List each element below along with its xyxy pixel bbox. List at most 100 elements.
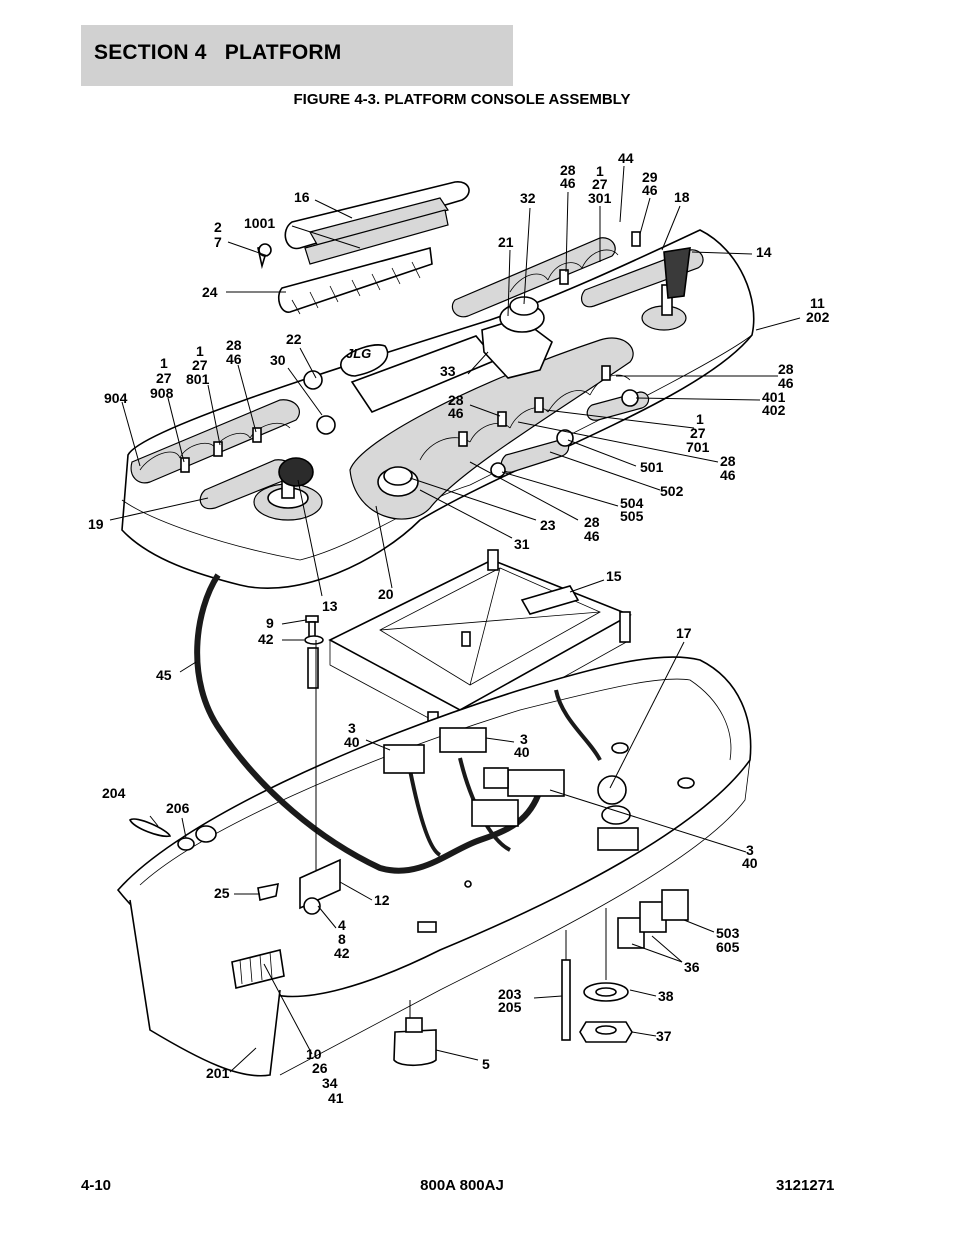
callout-40-c: 40 — [742, 855, 758, 871]
callout-29: 29 — [642, 169, 658, 185]
callout-908: 908 — [150, 385, 174, 401]
callout-27-a: 27 — [156, 370, 172, 386]
callout-26: 26 — [312, 1060, 328, 1076]
callout-16: 16 — [294, 189, 310, 205]
section-title: SECTION 4 PLATFORM — [94, 41, 342, 64]
callout-3-c: 3 — [746, 842, 754, 858]
console-bottom-box — [116, 656, 752, 1077]
callout-505: 505 — [620, 508, 644, 524]
callout-34: 34 — [322, 1075, 338, 1091]
callout-504: 504 — [620, 495, 644, 511]
callout-46-d: 46 — [778, 375, 794, 391]
callout-204: 204 — [102, 785, 126, 801]
callout-13: 13 — [322, 598, 338, 614]
callout-605: 605 — [716, 939, 740, 955]
callout-28-b: 28 — [584, 514, 600, 530]
callout-401: 401 — [762, 389, 786, 405]
callout-31: 31 — [514, 536, 530, 552]
callout-11: 11 — [810, 295, 825, 311]
callout-701: 701 — [686, 439, 710, 455]
callout-27-c: 27 — [690, 425, 706, 441]
callout-501: 501 — [640, 459, 664, 475]
callout-46-f: 46 — [560, 175, 576, 191]
callout-28-e: 28 — [560, 162, 576, 178]
callout-301: 301 — [588, 190, 612, 206]
callout-28-d: 28 — [778, 361, 794, 377]
callout-206: 206 — [166, 800, 190, 816]
section-header-bar — [81, 25, 513, 86]
callout-3-b: 3 — [520, 731, 528, 747]
callout-5: 5 — [482, 1056, 490, 1072]
callout-46-b: 46 — [584, 528, 600, 544]
callout-28-c: 28 — [720, 453, 736, 469]
callout-12: 12 — [374, 892, 390, 908]
callout-20: 20 — [378, 586, 394, 602]
callout-46-e: 46 — [642, 182, 658, 198]
figure-title: FIGURE 4-3. PLATFORM CONSOLE ASSEMBLY — [293, 91, 631, 108]
cable-glands — [617, 889, 689, 949]
callout-203: 203 — [498, 986, 522, 1002]
callout-46-a: 46 — [226, 351, 242, 367]
callout-14: 14 — [756, 244, 772, 260]
callout-46-c: 46 — [720, 467, 736, 483]
leader-lines — [109, 165, 801, 1073]
callout-402: 402 — [762, 402, 786, 418]
document-number: 3121271 — [776, 1177, 835, 1194]
callout-40-a: 40 — [344, 734, 360, 750]
callout-40-b: 40 — [514, 744, 530, 760]
callout-2: 2 — [214, 219, 222, 235]
callout-labels: JLG 1001 16 2 7 24 22 30 1 27 908 1 27 8… — [88, 150, 830, 1106]
callout-904: 904 — [104, 390, 128, 406]
callout-801: 801 — [186, 371, 210, 387]
callout-205: 205 — [498, 999, 522, 1015]
callout-36: 36 — [684, 959, 700, 975]
callout-32: 32 — [520, 190, 536, 206]
callout-18: 18 — [674, 189, 690, 205]
callout-28-f: 28 — [448, 392, 464, 408]
callout-202: 202 — [806, 309, 830, 325]
callout-19: 19 — [88, 516, 104, 532]
callout-27-b: 27 — [192, 357, 208, 373]
callout-42-b: 42 — [334, 945, 350, 961]
callout-28-a: 28 — [226, 337, 242, 353]
callout-3-a: 3 — [348, 720, 356, 736]
loose-parts — [128, 243, 689, 1067]
callout-1-d: 1 — [596, 163, 604, 179]
callout-7: 7 — [214, 234, 222, 250]
callout-37: 37 — [656, 1028, 672, 1044]
callout-9: 9 — [266, 615, 274, 631]
callout-8: 8 — [338, 931, 346, 947]
callout-24: 24 — [202, 284, 218, 300]
callout-45: 45 — [156, 667, 172, 683]
callout-23: 23 — [540, 517, 556, 533]
callout-44: 44 — [618, 150, 634, 166]
page-number: 4-10 — [81, 1177, 112, 1194]
callout-30: 30 — [270, 352, 286, 368]
callout-25: 25 — [214, 885, 230, 901]
callout-27-d: 27 — [592, 176, 608, 192]
model-number: 800A 800AJ — [420, 1177, 504, 1194]
callout-46-g: 46 — [448, 405, 464, 421]
callout-1-c: 1 — [696, 411, 704, 427]
callout-22: 22 — [286, 331, 302, 347]
callout-10: 10 — [306, 1046, 322, 1062]
callout-21: 21 — [498, 234, 514, 250]
callout-42-a: 42 — [258, 631, 274, 647]
callout-17: 17 — [676, 625, 692, 641]
callout-503: 503 — [716, 925, 740, 941]
callout-15: 15 — [606, 568, 622, 584]
callout-1-a: 1 — [160, 355, 168, 371]
console-top-cover — [121, 229, 755, 589]
callout-1-b: 1 — [196, 343, 204, 359]
console-logo: JLG — [346, 346, 371, 361]
toggle-switches-right — [419, 231, 641, 461]
callout-502: 502 — [660, 483, 684, 499]
display-assembly — [257, 181, 470, 315]
callout-4: 4 — [338, 917, 346, 933]
callout-1001: 1001 — [244, 215, 275, 231]
callout-41: 41 — [328, 1090, 344, 1106]
callout-33: 33 — [440, 363, 456, 379]
wire-harness — [194, 573, 627, 874]
callout-38: 38 — [658, 988, 674, 1004]
